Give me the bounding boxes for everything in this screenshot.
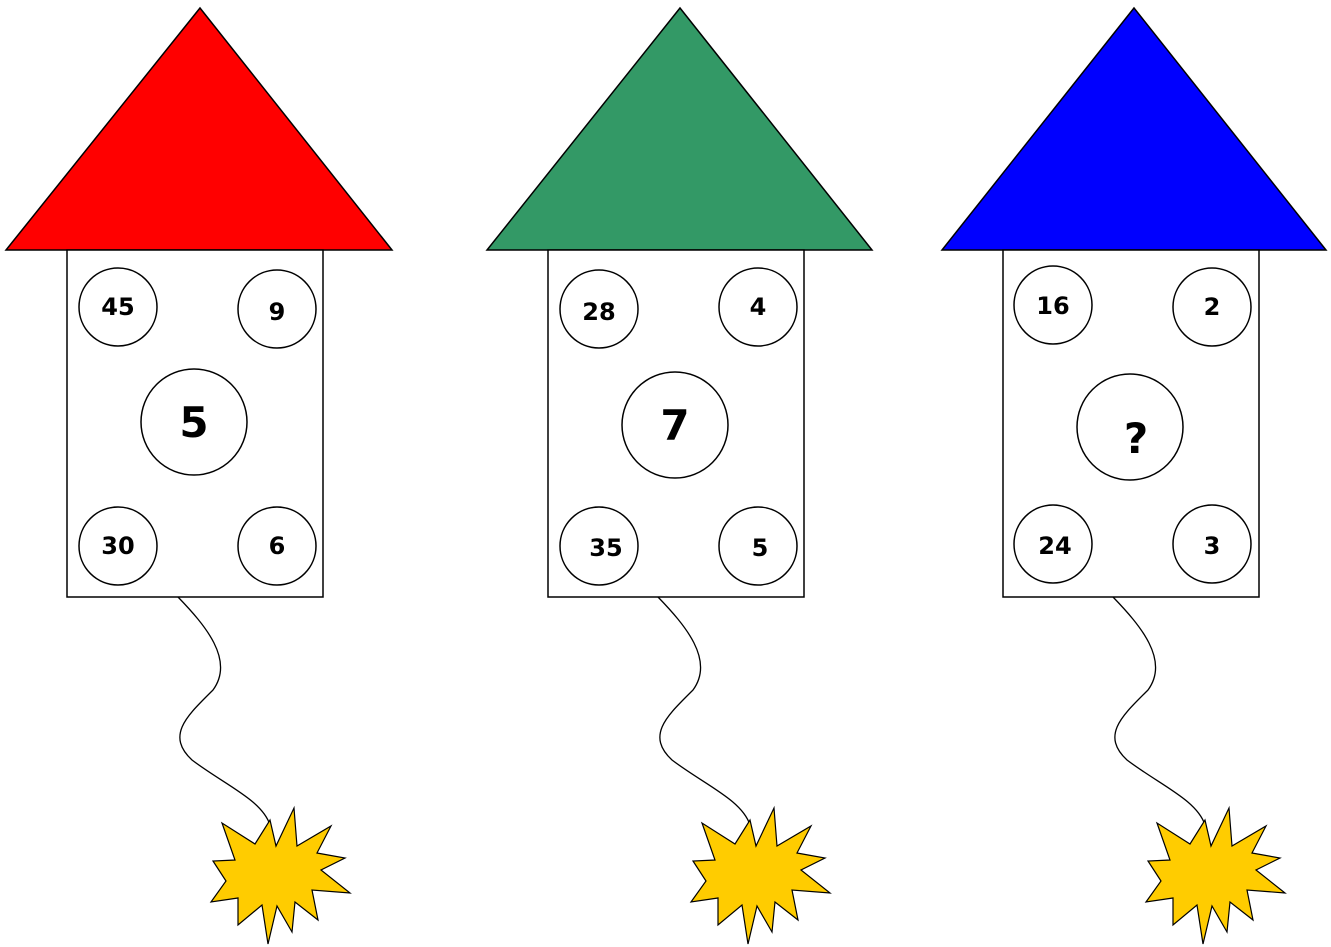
rocket-2-top-left-circle [559, 269, 639, 349]
rocket-2-bottom-right-value: 5 [752, 534, 769, 562]
rocket-2-top-right-circle [718, 267, 798, 347]
rocket-3-bottom-right-value: 3 [1204, 532, 1221, 560]
rocket-2-bottom-right-circle [718, 506, 798, 586]
rocket-2-fuse [657, 596, 751, 826]
rocket-2-center-circle [621, 371, 729, 479]
rocket-2-bottom-left-circle [559, 506, 639, 586]
rocket-3-top-left-circle [1013, 265, 1093, 345]
rocket-1-bottom-left-value: 30 [101, 532, 134, 560]
rocket-1-bottom-right-circle [237, 506, 317, 586]
spark-icon [1144, 805, 1287, 945]
rocket-3-bottom-right-circle [1172, 504, 1252, 584]
rocket-1-top-left-circle [78, 267, 158, 347]
rocket-2: 28 4 7 35 5 [485, 6, 874, 945]
rocket-1-center-circle [140, 368, 248, 476]
rocket-1: 45 9 5 30 6 [4, 6, 394, 945]
rocket-1-roof [4, 6, 394, 251]
rocket-1-fuse [177, 596, 271, 826]
rocket-1-top-right-circle [237, 269, 317, 349]
rocket-3: 16 2 ? 24 3 [940, 6, 1328, 945]
rocket-3-center-value: ? [1124, 414, 1148, 463]
rocket-2-top-left-value: 28 [582, 298, 615, 326]
rocket-2-roof [485, 6, 874, 251]
rocket-3-bottom-left-value: 24 [1038, 532, 1071, 560]
rocket-3-center-circle [1076, 373, 1184, 481]
rocket-3-top-right-value: 2 [1204, 293, 1221, 321]
rocket-3-roof [940, 6, 1328, 251]
rocket-1-bottom-right-value: 6 [269, 532, 286, 560]
rocket-3-top-left-value: 16 [1036, 292, 1069, 320]
spark-icon [209, 805, 352, 945]
rocket-3-top-right-circle [1172, 267, 1252, 347]
rocket-1-bottom-left-circle [78, 506, 158, 586]
rocket-2-bottom-left-value: 35 [589, 534, 622, 562]
rocket-3-bottom-left-circle [1013, 504, 1093, 584]
rocket-1-top-right-value: 9 [269, 298, 286, 326]
rocket-2-top-right-value: 4 [750, 293, 767, 321]
rocket-2-center-value: 7 [660, 401, 689, 450]
rocket-1-center-value: 5 [179, 398, 208, 447]
rocket-3-fuse [1112, 596, 1206, 826]
rocket-1-top-left-value: 45 [101, 293, 134, 321]
spark-icon [689, 805, 832, 945]
